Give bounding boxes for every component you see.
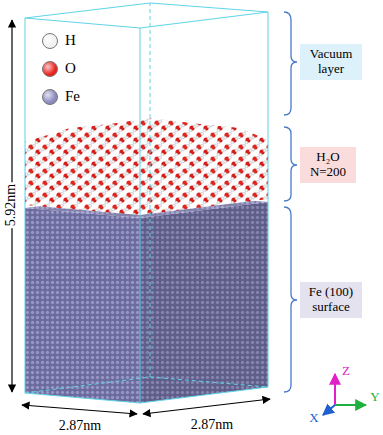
fe-side-shade [140,202,268,403]
legend-item: Fe [42,88,80,105]
region-label: H₂O N=200 [300,147,356,183]
box-edge [268,12,269,387]
dimension-label: 5.92nm [3,182,18,228]
bracket [284,127,297,201]
box-edge [25,18,26,393]
axis-label: X [307,411,320,425]
depth-dimension [143,399,270,414]
legend-item: H [42,32,76,49]
box-edge [25,393,140,403]
x-axis [323,405,335,415]
region-text: Vacuum layer [304,47,358,77]
axis-label: Y [368,390,381,404]
legend-text: O [65,60,76,77]
box-edges [25,3,268,403]
atom-swatch [42,33,58,49]
box-edge [150,3,268,12]
bracket [284,207,297,392]
dimension-label: 2.87nm [189,417,235,432]
box-edge [140,387,268,403]
fe-slab [25,192,268,403]
water-layer [25,118,268,215]
region-text: Fe (100) surface [304,285,358,315]
y-axis [335,404,366,406]
region-label: Vacuum layer [300,44,362,80]
atom-swatch [42,61,58,77]
legend-item: O [42,60,76,77]
legend-text: H [65,32,76,49]
region-label: Fe (100) surface [300,282,362,318]
z-axis [334,374,336,405]
box-edge-hidden [150,377,268,387]
box-edge [25,3,150,18]
box-edge [140,28,141,403]
box-edge [140,12,268,28]
box-edge-hidden [25,377,150,393]
axis-label: Z [340,364,352,378]
legend-text: Fe [65,88,80,105]
box-edge-hidden [150,3,151,377]
width-dimension [22,405,137,414]
dimension-label: 2.87nm [57,418,103,433]
box-edge [25,18,140,28]
bracket [284,12,297,115]
atom-swatch [42,89,58,105]
fe-side-face [140,202,268,403]
fe-front-face [25,208,140,403]
region-text: H₂O N=200 [304,150,352,180]
